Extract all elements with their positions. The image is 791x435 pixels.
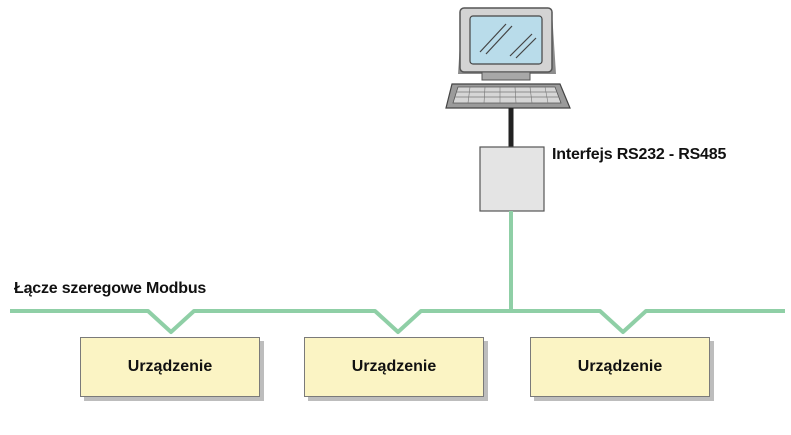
monitor-icon bbox=[458, 7, 556, 81]
device-label: Urządzenie bbox=[127, 358, 213, 375]
modbus-bus bbox=[10, 211, 785, 334]
device-box-3: Urządzenie bbox=[530, 337, 710, 397]
computer-icon bbox=[445, 7, 571, 109]
converter-box-icon bbox=[479, 146, 545, 212]
bus-label: Łącze szeregowe Modbus bbox=[14, 280, 207, 297]
device-label: Urządzenie bbox=[351, 358, 437, 375]
device-label: Urządzenie bbox=[577, 358, 663, 375]
interface-label: Interfejs RS232 - RS485 bbox=[552, 146, 727, 163]
keyboard-icon bbox=[445, 83, 571, 109]
device-box-2: Urządzenie bbox=[304, 337, 484, 397]
device-box-1: Urządzenie bbox=[80, 337, 260, 397]
